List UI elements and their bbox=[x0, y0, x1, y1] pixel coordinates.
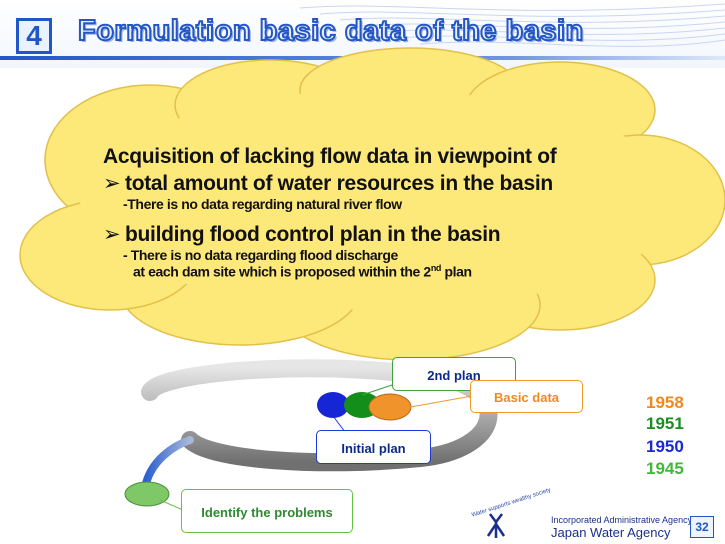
year-1950: 1950 bbox=[646, 437, 684, 456]
header-wave-decoration bbox=[299, 3, 725, 47]
agency-name: Japan Water Agency bbox=[551, 525, 671, 540]
year-1945: 1945 bbox=[646, 459, 684, 478]
bullet-water-resources: ➢total amount of water resources in the … bbox=[103, 171, 663, 196]
initial-plan-disc bbox=[317, 392, 349, 418]
bullet-flood-control: ➢building flood control plan in the basi… bbox=[103, 222, 663, 247]
spiral-tail bbox=[141, 436, 194, 492]
callout-identify-problems: Identify the problems bbox=[181, 489, 353, 533]
page-title: Formulation basic data of the basin bbox=[77, 14, 584, 48]
callout-second-plan: 2nd plan bbox=[392, 357, 516, 391]
year-1958: 1958 bbox=[646, 393, 684, 412]
connector-basic-data bbox=[404, 395, 473, 409]
page-number: 32 bbox=[690, 516, 714, 538]
identify-problems-disc bbox=[124, 481, 170, 507]
bullet-flood-control-note-1: - There is no data regarding flood disch… bbox=[123, 247, 398, 263]
agency-subtitle: Incorporated Administrative Agency bbox=[551, 515, 693, 525]
note-2-superscript: nd bbox=[430, 263, 442, 273]
connector-initial-plan bbox=[332, 415, 346, 433]
cloud-heading: Acquisition of lacking flow data in view… bbox=[103, 145, 557, 168]
section-number-badge: 4 bbox=[16, 18, 52, 54]
cloud-text-block: Acquisition of lacking flow data in view… bbox=[103, 145, 663, 280]
bullet-flood-control-note-2: at each dam site which is proposed withi… bbox=[133, 263, 663, 280]
spiral-ring bbox=[141, 359, 498, 472]
spiral-diagram bbox=[124, 359, 498, 511]
callout-basic-data: Basic data bbox=[470, 380, 583, 413]
bullet-water-resources-text: total amount of water resources in the b… bbox=[125, 172, 553, 195]
note-2-tail: plan bbox=[441, 263, 473, 280]
arrow-bullet-icon: ➢ bbox=[103, 172, 121, 195]
callout-initial-plan: Initial plan bbox=[316, 430, 431, 464]
year-1951: 1951 bbox=[646, 414, 684, 433]
basic-data-disc bbox=[368, 393, 412, 421]
arrow-bullet-icon: ➢ bbox=[103, 223, 121, 246]
cloud-shape bbox=[19, 47, 725, 361]
connector-identify bbox=[159, 499, 184, 511]
bullet-flood-control-text: building flood control plan in the basin bbox=[125, 223, 501, 246]
japan-water-agency-logo-icon bbox=[486, 513, 506, 538]
agency-name-block: Incorporated Administrative Agency Japan… bbox=[551, 515, 692, 540]
note-2-text: at each dam site which is proposed withi… bbox=[133, 263, 431, 280]
bullet-water-resources-note: -There is no data regarding natural rive… bbox=[123, 196, 402, 212]
